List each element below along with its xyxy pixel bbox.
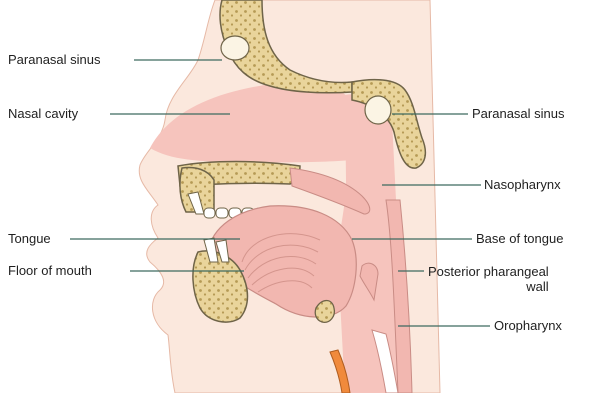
label-paranasal-sinus-left: Paranasal sinus <box>8 53 101 67</box>
label-floor-of-mouth: Floor of mouth <box>8 264 92 278</box>
label-base-of-tongue: Base of tongue <box>476 232 563 246</box>
label-posterior-pharangeal-wall-line1: Posterior pharangeal <box>428 264 549 279</box>
label-tongue: Tongue <box>8 232 51 246</box>
label-oropharynx: Oropharynx <box>494 319 562 333</box>
sphenoid-sinus-cavity <box>365 96 391 124</box>
label-paranasal-sinus-right: Paranasal sinus <box>472 107 565 121</box>
frontal-sinus-cavity <box>221 36 249 60</box>
label-posterior-pharangeal-wall: Posterior pharangeal wall <box>428 264 549 294</box>
label-nasopharynx: Nasopharynx <box>484 178 561 192</box>
label-posterior-pharangeal-wall-line2: wall <box>428 279 549 294</box>
label-nasal-cavity: Nasal cavity <box>8 107 78 121</box>
